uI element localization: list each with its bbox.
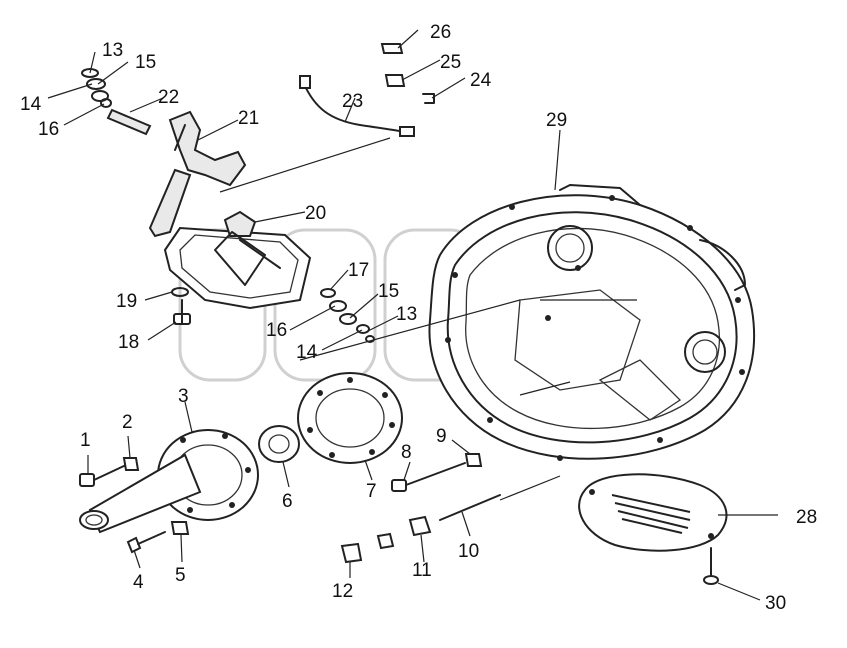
hose-clips <box>380 43 435 104</box>
label-14-upper: 14 <box>20 94 42 115</box>
label-5: 5 <box>175 565 186 586</box>
cover-screw <box>703 547 719 585</box>
inspection-cover <box>578 473 728 552</box>
stud-and-nuts <box>340 494 501 564</box>
label-23: 23 <box>342 91 363 112</box>
label-26: 26 <box>430 22 451 43</box>
label-13-lower: 13 <box>396 304 417 325</box>
label-7: 7 <box>366 481 377 502</box>
lever-shaft <box>106 108 152 136</box>
label-10: 10 <box>458 541 479 562</box>
housing-bolt <box>391 453 483 492</box>
leader-lines <box>47 29 778 601</box>
label-16-upper: 16 <box>38 119 59 140</box>
label-21: 21 <box>238 108 259 129</box>
label-1: 1 <box>80 430 91 451</box>
label-22: 22 <box>158 87 179 108</box>
label-9: 9 <box>436 426 447 447</box>
label-20: 20 <box>305 203 326 224</box>
label-15-lower: 15 <box>378 281 399 302</box>
label-24: 24 <box>470 70 492 91</box>
label-29: 29 <box>546 110 567 131</box>
label-19: 19 <box>116 291 137 312</box>
label-30: 30 <box>765 593 786 614</box>
label-2: 2 <box>122 412 133 433</box>
label-6: 6 <box>282 491 293 512</box>
label-14-lower: 14 <box>296 342 318 363</box>
label-15-upper: 15 <box>135 52 156 73</box>
release-fork-lever <box>148 110 247 238</box>
washer-set-lower <box>320 288 375 343</box>
part-labels: 1 2 3 4 5 6 7 8 9 10 11 12 13 14 15 16 2… <box>20 22 817 614</box>
label-3: 3 <box>178 386 189 407</box>
label-11: 11 <box>412 560 432 581</box>
label-13-upper: 13 <box>102 40 123 61</box>
breather-hose <box>299 75 415 137</box>
input-shaft-flange <box>79 429 259 534</box>
label-28: 28 <box>796 507 817 528</box>
shaft-bolts <box>79 457 190 554</box>
oil-seal <box>258 425 300 463</box>
label-12: 12 <box>332 581 353 602</box>
flywheel-housing <box>428 184 756 461</box>
release-fork-cover <box>163 210 312 310</box>
label-25: 25 <box>440 52 461 73</box>
label-18: 18 <box>118 332 139 353</box>
flange-gasket <box>297 372 403 464</box>
label-17: 17 <box>348 260 369 281</box>
label-16-lower: 16 <box>266 320 287 341</box>
label-8: 8 <box>401 442 412 463</box>
label-4: 4 <box>133 572 144 593</box>
washer-set-upper <box>81 68 112 108</box>
